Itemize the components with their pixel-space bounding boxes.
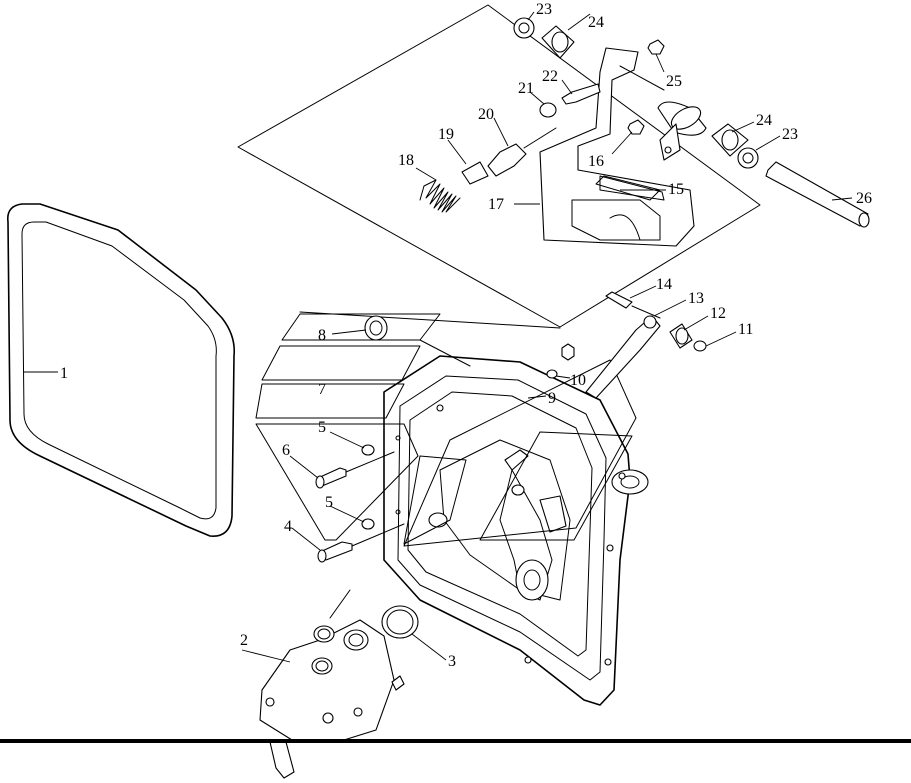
panel-group [255,313,441,541]
label-part-6: 6 [282,442,290,459]
label-part-10: 10 [570,372,586,389]
label-part-1: 1 [60,365,68,382]
label-part-5a: 5 [318,419,326,436]
label-part-9: 9 [548,390,556,407]
label-part-11: 11 [738,321,753,338]
label-part-24b: 24 [756,112,772,129]
label-part-26: 26 [856,190,872,207]
label-part-23a: 23 [536,1,552,18]
label-part-13: 13 [688,290,704,307]
bottom-border-line [0,739,911,743]
leader-lines [24,11,853,663]
label-part-18: 18 [398,152,414,169]
mounting-bolts [315,435,405,563]
label-part-15: 15 [668,181,684,198]
label-part-22: 22 [542,68,558,85]
master-cylinder-fittings [364,291,707,399]
label-part-8: 8 [318,327,326,344]
main-housing [383,355,649,706]
pedal-shaft-assembly [513,17,870,228]
label-part-23b: 23 [782,126,798,143]
label-part-7: 7 [318,381,326,398]
section-planes [299,311,637,547]
label-part-3: 3 [448,653,456,670]
label-part-19: 19 [438,126,454,143]
label-part-2: 2 [240,632,248,649]
label-part-16: 16 [588,153,604,170]
label-part-5b: 5 [325,494,333,511]
label-part-12: 12 [710,305,726,322]
master-cylinder [259,589,419,779]
label-part-20: 20 [478,106,494,123]
reference-plane-upper [237,4,761,328]
label-part-14: 14 [656,276,672,293]
label-part-25: 25 [666,73,682,90]
label-part-21: 21 [518,80,534,97]
part-labels: 1 2 3 4 5 5 6 7 8 9 10 11 12 13 14 15 16… [60,1,872,670]
label-part-24a: 24 [588,14,604,31]
spring-pushrod-assembly [419,83,601,213]
label-part-17: 17 [488,196,504,213]
label-part-4: 4 [284,518,292,535]
gasket-ring [6,203,236,537]
